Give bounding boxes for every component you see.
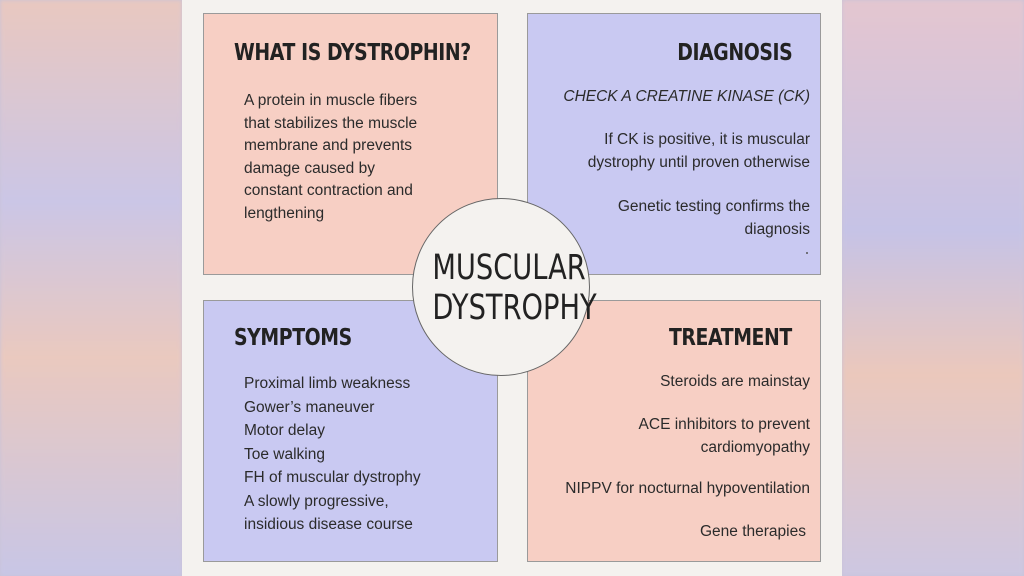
treatment-item-2: ACE inhibitors to prevent cardiomyopathy [530, 414, 810, 459]
diagnosis-paragraph-1: If CK is positive, it is muscular dystro… [530, 129, 810, 174]
center-title-line-1: MUSCULAR [432, 248, 586, 288]
body-line: If CK is positive, it is muscular [604, 131, 810, 148]
treatment-item-1: Steroids are mainstay [660, 373, 810, 390]
card-title: DIAGNOSIS [676, 40, 792, 66]
card-title: WHAT IS DYSTROPHIN? [234, 40, 471, 66]
diagnosis-paragraph-2: Genetic testing confirms the diagnosis [530, 196, 810, 241]
body-line: ACE inhibitors to prevent [638, 416, 810, 433]
background-left-blur [0, 0, 182, 576]
body-line: dystrophy until proven otherwise [587, 153, 810, 171]
treatment-item-4: Gene therapies [700, 523, 806, 540]
card-body: Proximal limb weakness Gower’s maneuver … [244, 372, 494, 537]
body-line: membrane and prevents [244, 137, 413, 154]
body-line: that stabilizes the muscle [244, 114, 418, 132]
card-title: SYMPTOMS [234, 325, 352, 351]
body-line: lengthening [244, 204, 325, 222]
card-treatment: TREATMENT Steroids are mainstay ACE inhi… [527, 300, 821, 562]
body-line: Motor delay [244, 422, 325, 439]
body-line: A protein in muscle fibers [244, 92, 418, 109]
card-what-is-dystrophin: WHAT IS DYSTROPHIN? A protein in muscle … [203, 13, 498, 275]
body-line: insidious disease course [244, 516, 413, 533]
body-line: constant contraction and [244, 182, 413, 199]
body-line: diagnosis [744, 220, 811, 238]
center-title-circle: MUSCULAR DYSTROPHY [412, 198, 597, 376]
treatment-item-3: NIPPV for nocturnal hypoventilation [565, 480, 810, 497]
card-body: A protein in muscle fibers that stabiliz… [244, 90, 494, 225]
body-line: Proximal limb weakness [244, 375, 411, 392]
body-line: Genetic testing confirms the [617, 198, 810, 215]
body-line: Gower’s maneuver [244, 398, 375, 416]
card-diagnosis: DIAGNOSIS CHECK A CREATINE KINASE (CK) I… [527, 13, 821, 275]
body-line: damage caused by [244, 159, 375, 177]
card-title: TREATMENT [669, 325, 792, 351]
center-title-line-2: DYSTROPHY [432, 288, 597, 328]
body-line: FH of muscular dystrophy [244, 469, 421, 486]
stray-dot [806, 252, 808, 254]
body-line: cardiomyopathy [700, 438, 810, 456]
background-right-blur [842, 0, 1024, 576]
card-subtitle: CHECK A CREATINE KINASE (CK) [563, 88, 810, 105]
body-line: A slowly progressive, [244, 492, 389, 510]
body-line: Toe walking [244, 445, 325, 463]
